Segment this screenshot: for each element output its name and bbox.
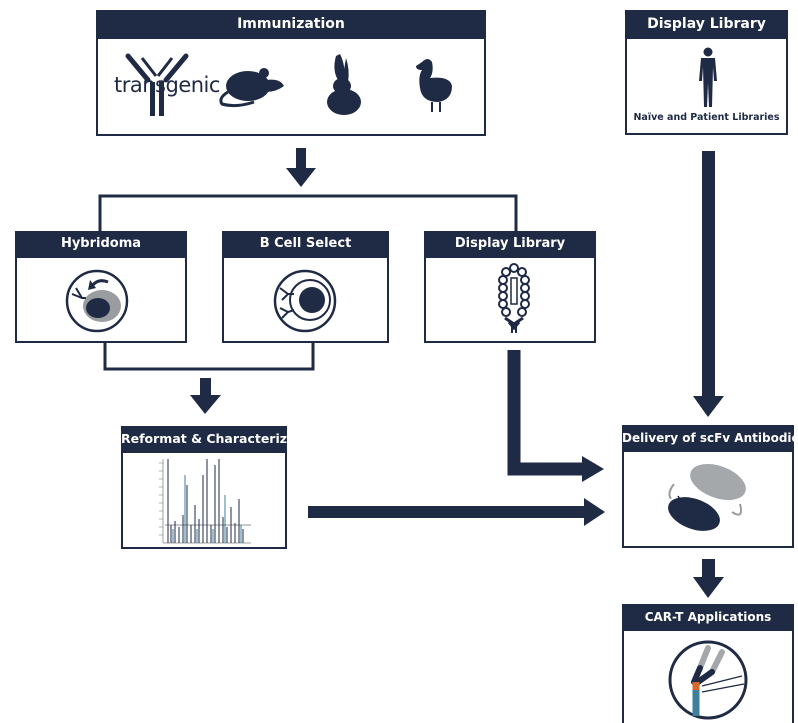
arrow-display-to-delivery: [507, 350, 604, 482]
reformat-header: Reformat & Characterize: [121, 426, 296, 452]
human-figure-icon: [699, 47, 717, 107]
branch-bracket: [98, 194, 518, 232]
chicken-icon: [416, 59, 452, 112]
display-library-top-header: Display Library: [625, 10, 788, 38]
delivery-header: Delivery of scFv Antibodies: [622, 425, 798, 451]
hybridoma-header: Hybridoma: [15, 231, 187, 257]
antibody-icon: [125, 53, 189, 116]
mouse-icon: [219, 68, 284, 108]
cart-header: CAR-T Applications: [622, 604, 794, 630]
rabbit-icon: [327, 54, 361, 115]
arrow-library-to-delivery: [693, 151, 724, 417]
display-library-mid-header: Display Library: [424, 231, 596, 257]
chromatogram-icon: [159, 459, 251, 544]
scfv-icon: [666, 462, 748, 533]
arrow-delivery-to-cart: [693, 559, 724, 598]
arrow-reformat-to-delivery: [308, 498, 605, 526]
phage-icon: [498, 263, 530, 333]
b-cell-select-header: B Cell Select: [222, 231, 389, 257]
b-cell-icon: [273, 269, 337, 333]
immunization-header: Immunization: [96, 10, 486, 38]
display-library-subtitle: Naïve and Patient Libraries: [633, 112, 780, 123]
merge-bracket: [103, 342, 315, 371]
arrow-immunization-down: [286, 148, 316, 187]
car-receptor-icon: [668, 640, 748, 720]
reformat-panel: [121, 451, 287, 549]
hybridoma-cell-icon: [65, 269, 129, 333]
arrow-to-reformat: [190, 378, 221, 414]
